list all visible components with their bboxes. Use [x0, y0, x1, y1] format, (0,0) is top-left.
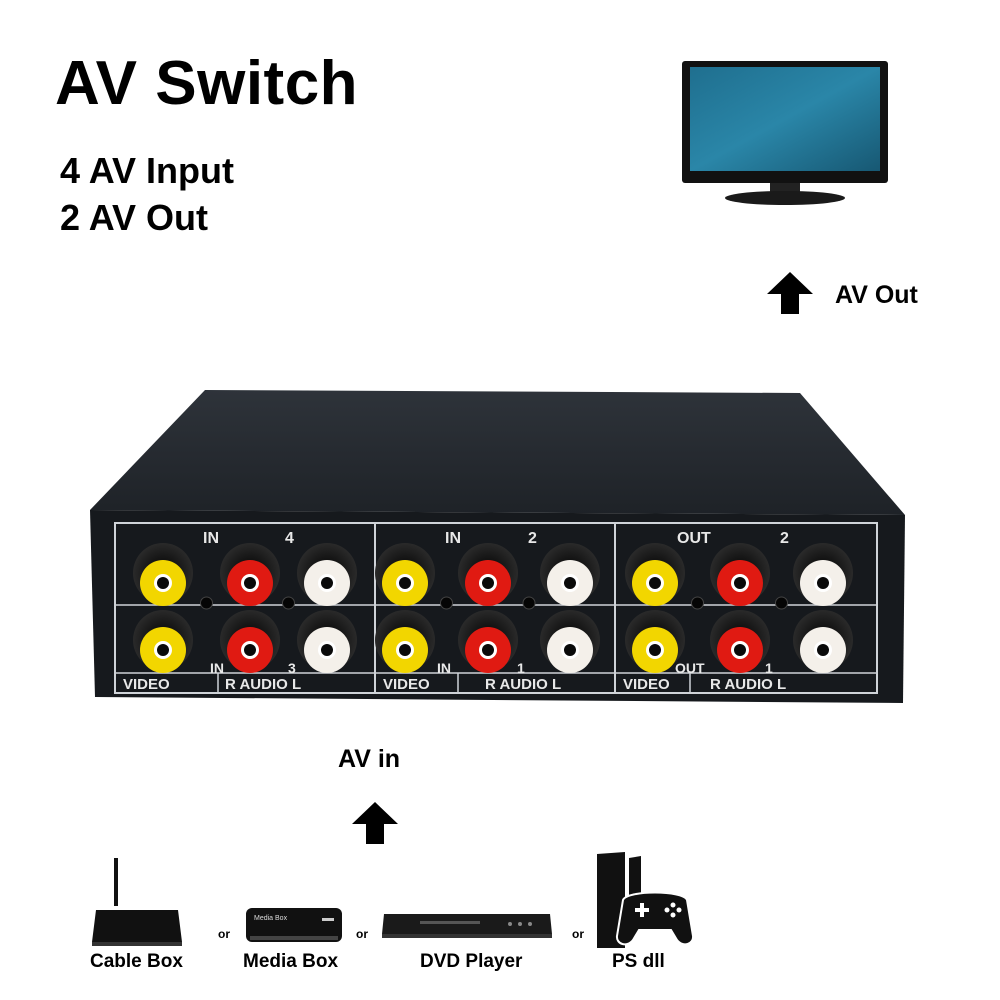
- screw: [200, 596, 213, 610]
- section-top-number: 4: [285, 530, 294, 547]
- rca-jack-audio-left[interactable]: [540, 543, 600, 606]
- section-top-label: IN: [203, 530, 219, 547]
- video-label: VIDEO: [623, 676, 670, 693]
- game-console-icon: [597, 852, 695, 948]
- rca-jack-video[interactable]: [375, 610, 435, 673]
- source-label-cable-box: Cable Box: [90, 951, 183, 972]
- section-top-number: 2: [780, 530, 789, 547]
- or-separator: or: [356, 927, 368, 941]
- media-box-icon: Media Box: [246, 908, 342, 942]
- section-top-label: OUT: [677, 530, 711, 547]
- rca-jack-audio-right[interactable]: [458, 610, 518, 673]
- rca-jack-video[interactable]: [133, 610, 193, 673]
- rca-jack-audio-right[interactable]: [220, 543, 280, 606]
- video-label: VIDEO: [383, 676, 430, 693]
- or-separator: or: [218, 927, 230, 941]
- rca-jack-audio-left[interactable]: [793, 543, 853, 606]
- rca-jack-audio-left[interactable]: [297, 610, 357, 673]
- source-label-dvd-player: DVD Player: [420, 951, 523, 972]
- rca-jack-audio-right[interactable]: [710, 610, 770, 673]
- media-box-device-text: Media Box: [254, 915, 288, 922]
- dvd-player-icon: [382, 914, 552, 938]
- section-bottom-label: IN: [210, 660, 224, 676]
- screw: [282, 596, 295, 610]
- rca-jack-audio-left[interactable]: [297, 543, 357, 606]
- spec-output-count: 2 AV Out: [60, 197, 209, 238]
- router-icon: [92, 858, 182, 946]
- arrow-up-icon: [767, 272, 813, 314]
- arrow-up-icon: [352, 802, 398, 844]
- rca-jack-audio-right[interactable]: [710, 543, 770, 606]
- video-label: VIDEO: [123, 676, 170, 693]
- av-out-label: AV Out: [835, 281, 918, 309]
- section-bottom-label: IN: [437, 660, 451, 676]
- av-in-label: AV in: [338, 745, 401, 773]
- screw: [440, 596, 453, 610]
- rca-jack-video[interactable]: [375, 543, 435, 606]
- page-title: AV Switch: [55, 49, 359, 118]
- source-label-media-box: Media Box: [243, 951, 339, 972]
- section-bottom-number: 3: [288, 660, 296, 676]
- rca-jack-audio-left[interactable]: [793, 610, 853, 673]
- screw: [775, 596, 788, 610]
- or-separator: or: [572, 927, 584, 941]
- audio-label: R AUDIO L: [485, 676, 561, 693]
- section-bottom-number: 1: [517, 660, 525, 676]
- screw: [691, 596, 704, 610]
- spec-input-count: 4 AV Input: [60, 150, 234, 191]
- rca-jack-audio-right[interactable]: [458, 543, 518, 606]
- section-bottom-label: OUT: [675, 660, 705, 676]
- section-top-number: 2: [528, 530, 537, 547]
- rca-jack-video[interactable]: [625, 543, 685, 606]
- audio-label: R AUDIO L: [225, 676, 301, 693]
- screw: [522, 596, 536, 610]
- source-label-game-console: PS dll: [612, 951, 665, 972]
- audio-label: R AUDIO L: [710, 676, 786, 693]
- rca-jack-video[interactable]: [133, 543, 193, 606]
- section-bottom-number: 1: [765, 660, 773, 676]
- section-top-label: IN: [445, 530, 461, 547]
- rca-jack-audio-right[interactable]: [220, 610, 280, 673]
- rca-jack-video[interactable]: [625, 610, 685, 673]
- rca-jack-audio-left[interactable]: [540, 610, 600, 673]
- tv-icon: [682, 61, 888, 205]
